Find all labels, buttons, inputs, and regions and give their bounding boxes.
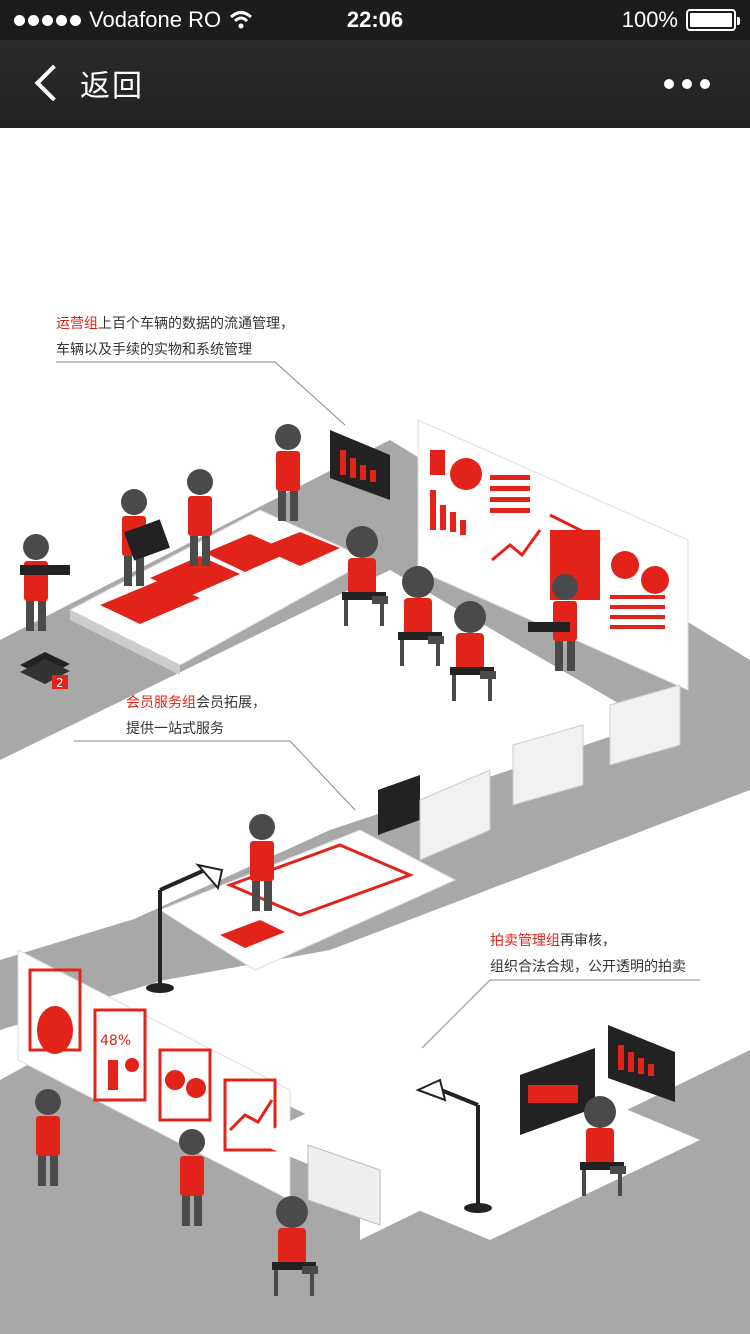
more-button[interactable] [664, 70, 710, 98]
battery-percent: 100% [621, 7, 678, 32]
status-right: 100% [621, 7, 740, 33]
caption-member-service-title: 会员服务组 [126, 695, 196, 711]
caption-member-service-line2: 提供一站式服务 [126, 721, 224, 737]
caption-auction-title: 拍卖管理组 [490, 933, 560, 949]
caption-operations-title: 运营组 [56, 316, 98, 332]
back-button[interactable]: 返回 [30, 58, 144, 108]
paper-stack: 2 [20, 652, 70, 690]
battery-icon [686, 9, 740, 31]
stack-badge: 2 [56, 676, 64, 690]
caption-auction-line2: 组织合法合规，公开透明的拍卖 [490, 959, 686, 975]
middle-monitors [378, 684, 681, 861]
upper-table [68, 509, 372, 675]
upper-people [20, 424, 578, 701]
wifi-icon [230, 11, 253, 29]
caption-leaders [56, 361, 700, 1049]
office-illustration: 2 48% [0, 361, 750, 1334]
lower-wallboard: 48% [17, 949, 291, 1226]
back-label: 返回 [80, 69, 144, 104]
upper-monitor [330, 430, 390, 500]
more-dots-icon [664, 79, 710, 89]
caption-operations-line1: 上百个车辆的数据的流通管理， [98, 316, 294, 332]
chevron-left-icon [34, 64, 72, 102]
caption-member-service-line1: 会员拓展， [196, 695, 266, 711]
lower-right-area [250, 1025, 700, 1296]
status-left: Vodafone RO [14, 7, 253, 33]
status-time: 22:06 [346, 7, 404, 32]
caption-auction-line1: 再审核， [560, 933, 616, 949]
carrier-name: Vodafone RO [89, 7, 222, 32]
caption-operations-line2: 车辆以及手续的实物和系统管理 [56, 342, 252, 358]
nav-bar: 返回 [0, 40, 750, 128]
status-bar: Vodafone RO 22:06 100% [0, 0, 750, 40]
signal-dots-icon [14, 14, 81, 26]
caption-operations: 运营组上百个车辆的数据的流通管理， 车辆以及手续的实物和系统管理 [56, 311, 294, 363]
caption-auction: 拍卖管理组再审核， 组织合法合规，公开透明的拍卖 [490, 928, 686, 980]
chart-percent: 48% [100, 1033, 131, 1049]
middle-desk [146, 814, 457, 993]
article-content: 2 48% [0, 128, 750, 1334]
caption-member-service: 会员服务组会员拓展， 提供一站式服务 [126, 690, 266, 742]
